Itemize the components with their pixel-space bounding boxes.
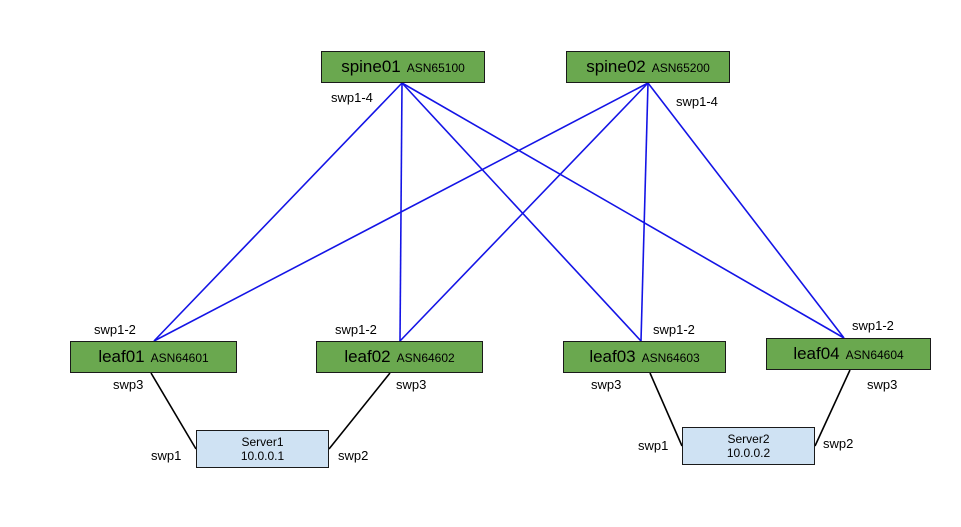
link-spine02-leaf04 bbox=[647, 82, 845, 339]
spine02-port-label: swp1-4 bbox=[676, 94, 718, 109]
links-layer bbox=[150, 82, 851, 450]
leaf04-asn: ASN64604 bbox=[845, 348, 904, 362]
leaf02-name: leaf02 bbox=[344, 347, 391, 366]
server1-ip: 10.0.0.1 bbox=[240, 449, 285, 463]
link-spine02-leaf03 bbox=[640, 82, 649, 342]
server1-left-port-label: swp1 bbox=[151, 448, 182, 463]
leaf01-switch: leaf01 ASN64601 bbox=[70, 341, 237, 373]
server1-name: Server1 bbox=[241, 435, 284, 449]
leaf04-name: leaf04 bbox=[793, 344, 840, 363]
leaf02-downlink-label: swp3 bbox=[396, 377, 427, 392]
leaf01-asn: ASN64601 bbox=[150, 351, 209, 365]
server2-box: Server2 10.0.0.2 bbox=[682, 427, 815, 465]
spine01-asn: ASN65100 bbox=[406, 61, 465, 75]
link-leaf03-server2 bbox=[649, 372, 683, 447]
link-spine01-leaf03 bbox=[401, 82, 642, 342]
leaf02-switch: leaf02 ASN64602 bbox=[316, 341, 483, 373]
server1-box: Server1 10.0.0.1 bbox=[196, 430, 329, 468]
spine02-switch: spine02 ASN65200 bbox=[566, 51, 730, 83]
leaf04-switch: leaf04 ASN64604 bbox=[766, 338, 931, 370]
link-spine01-leaf01 bbox=[153, 82, 403, 342]
leaf01-downlink-label: swp3 bbox=[113, 377, 144, 392]
leaf04-downlink-label: swp3 bbox=[867, 377, 898, 392]
server2-left-port-label: swp1 bbox=[638, 438, 669, 453]
spine01-port-label: swp1-4 bbox=[331, 90, 373, 105]
link-leaf02-server1 bbox=[328, 372, 391, 450]
leaf02-asn: ASN64602 bbox=[396, 351, 455, 365]
server2-name: Server2 bbox=[727, 432, 770, 446]
server1-right-port-label: swp2 bbox=[338, 448, 369, 463]
leaf04-uplink-label: swp1-2 bbox=[852, 318, 894, 333]
leaf03-downlink-label: swp3 bbox=[591, 377, 622, 392]
link-spine02-leaf01 bbox=[153, 82, 649, 342]
server2-right-port-label: swp2 bbox=[823, 436, 854, 451]
leaf03-name: leaf03 bbox=[589, 347, 636, 366]
leaf03-asn: ASN64603 bbox=[641, 351, 700, 365]
leaf02-uplink-label: swp1-2 bbox=[335, 322, 377, 337]
server2-ip: 10.0.0.2 bbox=[726, 446, 771, 460]
link-spine02-leaf02 bbox=[399, 82, 649, 342]
spine02-asn: ASN65200 bbox=[651, 61, 710, 75]
link-spine01-leaf04 bbox=[401, 82, 845, 339]
leaf01-uplink-label: swp1-2 bbox=[94, 322, 136, 337]
spine02-name: spine02 bbox=[586, 57, 646, 76]
leaf01-name: leaf01 bbox=[98, 347, 145, 366]
leaf03-uplink-label: swp1-2 bbox=[653, 322, 695, 337]
link-leaf04-server2 bbox=[814, 369, 851, 447]
link-leaf01-server1 bbox=[150, 372, 197, 450]
leaf03-switch: leaf03 ASN64603 bbox=[563, 341, 726, 373]
spine01-name: spine01 bbox=[341, 57, 401, 76]
spine01-switch: spine01 ASN65100 bbox=[321, 51, 485, 83]
